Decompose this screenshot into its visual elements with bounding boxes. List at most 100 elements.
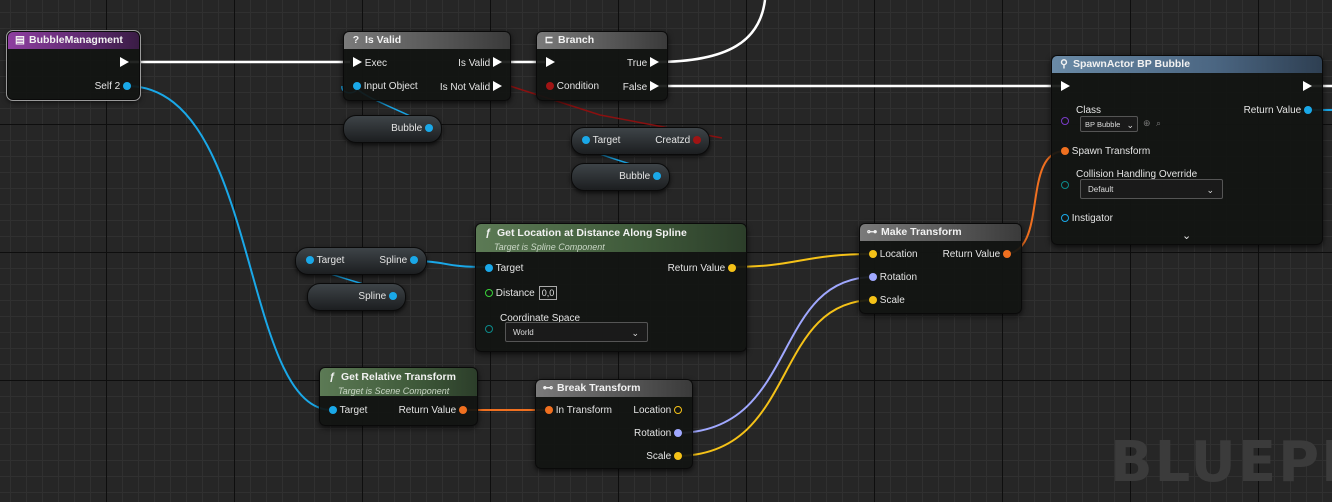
return-value-pin[interactable]: Return Value (399, 405, 467, 416)
node-header: ⊷Break Transform (536, 380, 692, 397)
rotator-pin-icon (869, 273, 877, 281)
spline-out-pin[interactable]: Spline (379, 255, 418, 266)
condition-pin[interactable]: Condition (546, 81, 599, 92)
node-title: Is Valid (365, 34, 402, 46)
is-valid-node[interactable]: ?Is Valid Exec Is Valid Input Object Is … (343, 31, 511, 101)
rotation-pin[interactable]: Rotation (869, 272, 917, 283)
pin-label: Scale (879, 295, 905, 306)
object-pin-icon (425, 124, 433, 132)
search-icon[interactable]: ⌕ (1156, 118, 1162, 128)
class-pin-icon (1061, 117, 1069, 125)
rotation-out-pin[interactable]: Rotation (634, 428, 682, 439)
target-pin[interactable]: Target (329, 405, 367, 416)
exec-in-pin[interactable]: Exec (353, 57, 387, 69)
object-pin-icon (353, 82, 361, 90)
return-value-pin[interactable]: Return Value (943, 249, 1011, 260)
node-header: ⊶Make Transform (860, 224, 1021, 241)
break-transform-node[interactable]: ⊷Break Transform In Transform Location R… (535, 379, 693, 469)
spline-variable-node[interactable]: Target Spline (295, 247, 427, 275)
pin-label: Is Valid (458, 58, 491, 69)
branch-node[interactable]: ⊏Branch True Condition False (536, 31, 668, 101)
pin-label: In Transform (555, 405, 612, 416)
rotator-pin-icon (674, 429, 682, 437)
bubble-managment-node[interactable]: ▤BubbleManagment Self 2 (6, 30, 141, 101)
bubble-variable-node-2[interactable]: Bubble (571, 163, 670, 191)
collision-dropdown[interactable]: Default⌄ (1080, 179, 1223, 199)
true-out-pin[interactable]: True (627, 57, 659, 69)
coord-space-label: Coordinate Space (500, 313, 581, 324)
scale-pin[interactable]: Scale (869, 295, 905, 306)
bubble-out-pin[interactable]: Bubble (391, 123, 433, 134)
coord-space-dropdown[interactable]: World⌄ (505, 322, 648, 342)
input-object-pin[interactable]: Input Object (353, 81, 418, 92)
object-pin-icon (653, 172, 661, 180)
node-subtitle: Target is Spline Component (494, 242, 605, 252)
exec-in-pin[interactable] (546, 57, 555, 69)
exec-out-pin[interactable] (1303, 81, 1312, 93)
node-title: BubbleManagment (29, 34, 123, 46)
exec-out-pin[interactable] (120, 57, 129, 69)
target-pin[interactable]: Target (582, 135, 620, 146)
node-title: Get Relative Transform (341, 371, 456, 383)
vector-pin-icon (674, 406, 682, 414)
pin-label: Target (592, 135, 621, 146)
collision-pin[interactable] (1061, 180, 1069, 191)
browse-icon[interactable]: ⊕ (1143, 118, 1151, 128)
node-header: ⊏Branch (537, 32, 667, 49)
return-value-pin[interactable]: Return Value (668, 263, 736, 274)
false-out-pin[interactable]: False (623, 81, 659, 93)
pin-label: Creatzd (655, 135, 691, 146)
target-pin[interactable]: Target (306, 255, 344, 266)
target-pin[interactable]: Target (485, 263, 523, 274)
node-subtitle: Target is Scene Component (338, 386, 450, 396)
node-title: SpawnActor BP Bubble (1073, 58, 1191, 70)
in-transform-pin[interactable]: In Transform (545, 405, 612, 416)
transform-pin-icon (1003, 250, 1011, 258)
exec-pin-icon (353, 57, 362, 67)
coord-space-pin[interactable] (485, 324, 493, 335)
node-title: Get Location at Distance Along Spline (497, 227, 687, 239)
spawn-actor-node[interactable]: ⚲SpawnActor BP Bubble Class Return Value… (1051, 55, 1323, 245)
object-pin-icon (389, 292, 397, 300)
class-dropdown[interactable]: BP Bubble⌄ (1080, 116, 1138, 132)
pin-label: Scale (646, 451, 672, 462)
pin-label: Location (633, 405, 672, 416)
pin-label: True (627, 58, 648, 69)
scale-out-pin[interactable]: Scale (646, 451, 682, 462)
bubble-out-pin[interactable]: Bubble (619, 171, 661, 182)
spline-out-pin[interactable]: Spline (358, 291, 397, 302)
pin-label: Distance (495, 288, 535, 299)
creatzd-variable-node[interactable]: Target Creatzd (571, 127, 710, 155)
object-pin-icon (1304, 106, 1312, 114)
exec-pin-icon (1061, 81, 1070, 91)
bool-pin-icon (546, 82, 554, 90)
is-not-valid-out-pin[interactable]: Is Not Valid (440, 81, 502, 93)
class-pin[interactable] (1061, 116, 1069, 127)
pin-label: Spawn Transform (1071, 146, 1151, 157)
spawn-transform-pin[interactable]: Spawn Transform (1061, 146, 1150, 157)
expand-chevron-icon[interactable]: ⌄ (1182, 230, 1192, 242)
self-pin[interactable]: Self 2 (95, 81, 131, 92)
instigator-pin[interactable]: Instigator (1061, 213, 1113, 224)
make-transform-node[interactable]: ⊶Make Transform Location Return Value Ro… (859, 223, 1022, 314)
creatzd-out-pin[interactable]: Creatzd (655, 135, 701, 146)
return-value-pin[interactable]: Return Value (1244, 105, 1312, 116)
location-out-pin[interactable]: Location (633, 405, 682, 416)
class-label: Class (1076, 105, 1102, 116)
node-title: Break Transform (557, 382, 641, 394)
spline-variable-node-2[interactable]: Spline (307, 283, 406, 311)
pin-label: Spline (379, 255, 408, 266)
object-pin-icon (329, 406, 337, 414)
is-valid-out-pin[interactable]: Is Valid (458, 57, 502, 69)
function-icon: ƒ (329, 371, 335, 383)
distance-input[interactable]: 0,0 (538, 286, 558, 300)
exec-in-pin[interactable] (1061, 81, 1070, 93)
location-pin[interactable]: Location (869, 249, 918, 260)
node-header: ⚲SpawnActor BP Bubble (1052, 56, 1322, 73)
exec-pin-icon (120, 57, 129, 67)
bubble-variable-node[interactable]: Bubble (343, 115, 442, 143)
